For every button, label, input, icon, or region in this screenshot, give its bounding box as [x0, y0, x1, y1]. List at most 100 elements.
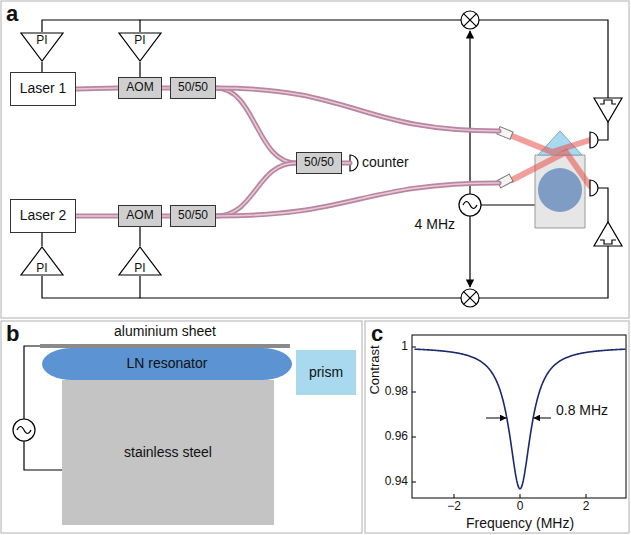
panel-frame	[1, 321, 362, 533]
detector-label: counter	[362, 155, 409, 170]
control-wire	[139, 227, 140, 246]
filter-symbol	[594, 222, 622, 246]
panel-frame	[365, 321, 629, 533]
node-label: Laser 2	[20, 208, 67, 223]
laser-beam	[512, 152, 590, 186]
optical-fiber	[342, 163, 350, 164]
tick-label: 0.94	[385, 475, 408, 488]
photodetector	[590, 180, 598, 196]
plot-frame	[412, 335, 626, 498]
oscillator-symbol	[459, 194, 481, 216]
control-wire	[41, 233, 42, 246]
node-label: AOM	[126, 81, 153, 94]
tick-label: 0	[517, 500, 524, 513]
optical-fiber	[216, 88, 296, 163]
optical-fiber	[216, 88, 499, 131]
panel-letter: a	[6, 2, 18, 26]
voltage-source	[13, 419, 35, 441]
node-label: Laser 1	[20, 81, 67, 96]
node-label: PI	[134, 262, 145, 275]
axis-title: Contrast	[368, 345, 382, 394]
feedback-wire	[140, 276, 461, 298]
voltage-source	[24, 346, 40, 419]
contrast-curve	[414, 349, 625, 489]
panel-letter: b	[6, 322, 19, 346]
mixer-symbol	[464, 292, 477, 305]
filter-symbol	[594, 98, 622, 122]
feedback-wire	[42, 276, 140, 298]
pi-controller: PI	[20, 246, 64, 276]
optical-fiber	[342, 162, 350, 164]
reference-wire	[469, 31, 470, 287]
optical-fiber	[162, 88, 170, 89]
node-label: 50/50	[178, 81, 208, 94]
optical-fiber	[216, 163, 296, 216]
width-arrow	[534, 418, 551, 419]
node-label: AOM	[126, 209, 153, 222]
optical-fiber	[162, 87, 170, 89]
optical-fiber	[216, 183, 499, 216]
node-label: PI	[134, 34, 145, 47]
ln-resonator: LN resonator	[42, 348, 292, 380]
optical-fiber	[76, 214, 118, 219]
feedback-wire	[598, 188, 608, 222]
optical-fiber	[162, 216, 170, 217]
filter-symbol	[600, 240, 616, 244]
mixer-symbol	[461, 11, 479, 307]
optical-fiber	[162, 215, 170, 217]
plot-frame	[412, 335, 626, 498]
aluminium-sheet: aluminium sheet	[40, 324, 290, 348]
node-label: PI	[36, 34, 47, 47]
optical-fiber	[76, 216, 118, 217]
mixer-symbol	[461, 289, 479, 307]
filter-symbol	[600, 100, 616, 104]
tick-label: 0.98	[385, 385, 408, 398]
optical-fiber	[76, 215, 118, 217]
node-label: stainless steel	[124, 445, 212, 460]
feedback-wire	[42, 20, 140, 32]
optical-fiber	[216, 88, 296, 163]
pi-controller: PI	[118, 32, 162, 62]
node-label: aluminium sheet	[114, 324, 216, 339]
node-label: prism	[309, 365, 343, 380]
optical-fiber	[162, 86, 170, 91]
optical-fiber	[216, 88, 499, 131]
voltage-source	[17, 427, 31, 434]
control-wire	[42, 233, 43, 246]
aom-box: AOM	[118, 205, 162, 227]
voltage-source	[24, 441, 62, 470]
width-arrow	[486, 418, 551, 419]
feedback-wire	[479, 20, 608, 98]
optical-fiber	[76, 88, 118, 89]
fiber-coupler	[497, 127, 513, 188]
fiber-splitter: 50/50	[296, 152, 342, 174]
width-arrow	[486, 418, 506, 419]
laser-beam	[512, 136, 590, 152]
optical-fiber	[216, 183, 499, 216]
filter-symbol	[594, 98, 622, 246]
plot-frame	[454, 494, 586, 498]
reference-wire	[469, 31, 470, 194]
panel-letter: c	[371, 322, 383, 346]
fiber-splitter: 50/50	[170, 205, 216, 227]
feedback-wire	[598, 122, 608, 140]
resonator-mount	[538, 168, 582, 212]
laser-box: Laser 1	[10, 72, 76, 106]
linewidth-label: 0.8 MHz	[556, 403, 608, 418]
oscillator-symbol	[459, 194, 481, 216]
steel-block: stainless steel	[62, 380, 274, 525]
panel-frame	[1, 1, 629, 318]
tick-label: −2	[447, 500, 461, 513]
optical-fiber	[216, 183, 499, 216]
node-label: 50/50	[304, 156, 334, 169]
feedback-wire	[481, 204, 535, 205]
feedback-wire	[42, 20, 608, 298]
oscillator-symbol	[463, 202, 477, 209]
control-wire	[140, 62, 141, 77]
triangle-outline	[21, 33, 63, 61]
node-label: LN resonator	[127, 356, 208, 371]
optical-fiber	[216, 163, 296, 216]
control-wire	[139, 62, 140, 77]
mixer-symbol	[464, 14, 477, 27]
